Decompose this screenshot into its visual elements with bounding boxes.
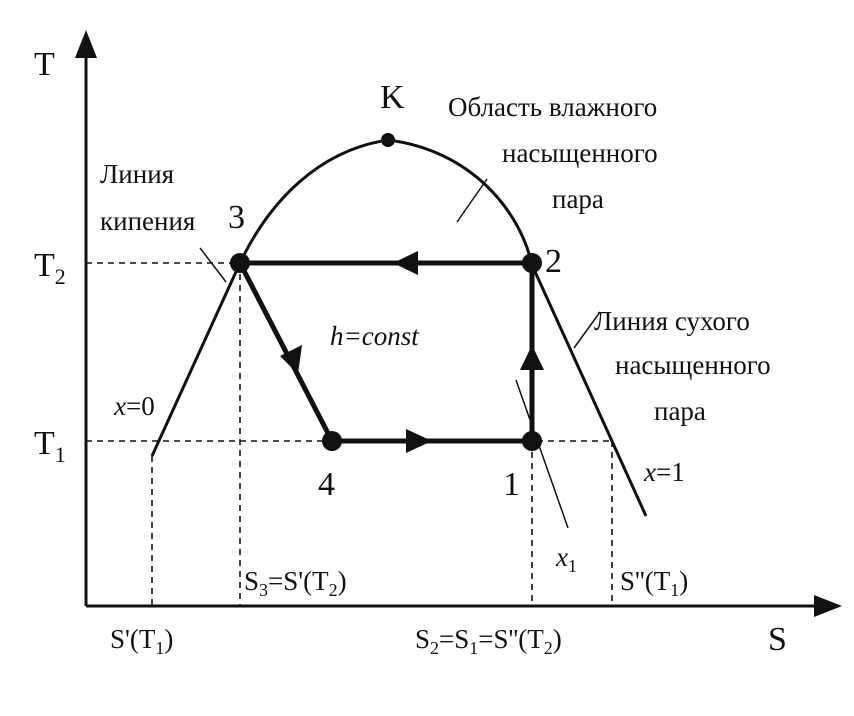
- dry-line-label-3: пара: [654, 396, 706, 426]
- boil-line-leader: [199, 247, 227, 283]
- point-1-marker: [522, 431, 542, 451]
- t1-label: T1: [34, 425, 66, 467]
- s2-label: S2=S1=S''(T2): [415, 624, 562, 658]
- s3-label: S3=S'(T2): [244, 566, 347, 600]
- dry-line-leader: [573, 311, 601, 349]
- x1-label: x=1: [643, 457, 685, 487]
- wet-region-label-2: насыщенного: [502, 138, 658, 168]
- s-t1-label: S'(T1): [110, 624, 173, 658]
- point-k-label: K: [380, 79, 405, 116]
- t2-label: T2: [34, 247, 66, 289]
- point-2-marker: [522, 253, 542, 273]
- arrow-down-diagonal-icon: [280, 345, 302, 374]
- path-3-4: [237, 261, 335, 443]
- boil-line-label-2: кипения: [100, 206, 195, 236]
- sdd-t1-label: S''(T1): [620, 566, 688, 600]
- x1-leader: [515, 379, 569, 529]
- dry-line-label-1: Линия сухого: [594, 306, 750, 336]
- x-axis-label: S: [768, 621, 787, 658]
- wet-region-label-1: Область влажного: [448, 92, 657, 122]
- h-const-label: h=const: [330, 321, 420, 351]
- point-2-label: 2: [545, 243, 562, 280]
- x0-label: x=0: [113, 391, 155, 421]
- point-k-marker: [381, 133, 395, 147]
- point-3-marker: [230, 253, 250, 273]
- arrow-left-icon: [393, 251, 418, 275]
- refrigeration-cycle: [237, 251, 544, 453]
- point-4-marker: [322, 431, 342, 451]
- boil-line-label-1: Линия: [100, 159, 174, 189]
- wet-region-label-3: пара: [552, 184, 604, 214]
- arrow-up-icon: [520, 345, 544, 370]
- dry-line-label-2: насыщенного: [615, 350, 771, 380]
- y-axis-label: T: [34, 46, 55, 83]
- quality-x1-label: x1: [555, 542, 577, 576]
- arrow-right-icon: [406, 429, 432, 453]
- point-3-label: 3: [228, 199, 245, 236]
- y-axis-arrow-icon: [75, 30, 97, 58]
- x-axis-arrow-icon: [814, 595, 842, 617]
- point-1-label: 1: [503, 466, 520, 503]
- wet-region-leader: [456, 178, 488, 223]
- point-4-label: 4: [318, 466, 335, 503]
